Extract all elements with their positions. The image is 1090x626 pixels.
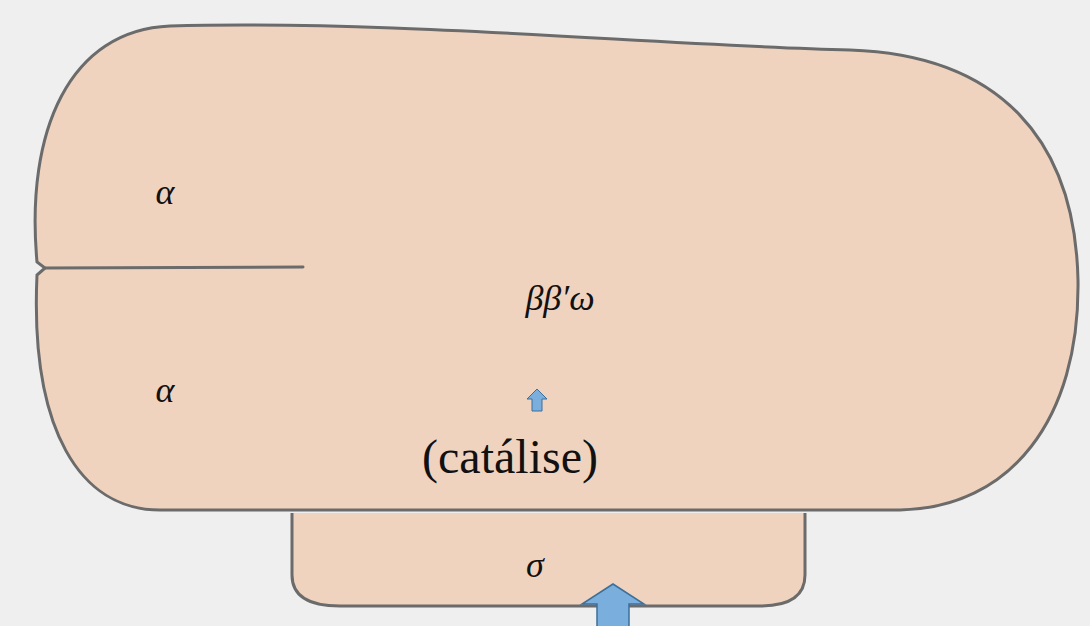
subunit-divider <box>45 267 303 268</box>
shape-outline <box>288 505 810 626</box>
sigma-outline <box>292 513 805 606</box>
subunit-label: α <box>156 174 175 210</box>
subunit-label: ββ′ω <box>525 280 594 316</box>
subunit-label: α <box>156 372 175 408</box>
sigma-factor: σ <box>288 505 810 626</box>
enzyme-outline <box>35 25 1078 510</box>
core-enzyme: α α ββ′ω (catálise) <box>28 18 1082 514</box>
subunit-label: σ <box>526 547 544 583</box>
sigma-fill <box>292 513 805 606</box>
function-label: (catálise) <box>422 433 598 481</box>
small-arrow <box>527 389 547 411</box>
binding-arrow <box>582 584 644 626</box>
